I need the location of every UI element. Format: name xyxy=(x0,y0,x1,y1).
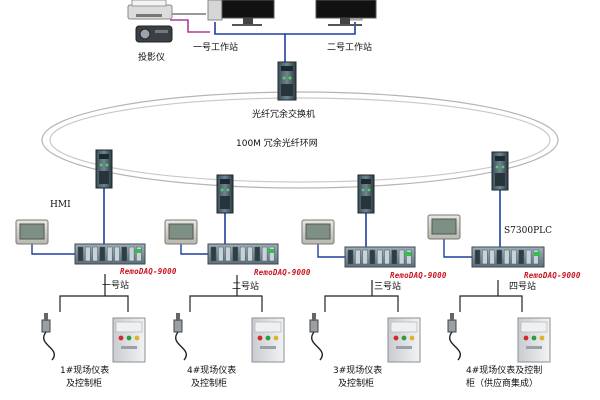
workstation-2-label: 二号工作站 xyxy=(327,43,373,53)
cabinet-3-label-line1: 3#现场仪表 xyxy=(333,366,383,376)
cabinet-4-label-line1: 4#现场仪表及控制 xyxy=(466,366,543,376)
station-4-control-cabinet-icon xyxy=(517,317,551,363)
daq-label-1: RemoDAQ-9000 xyxy=(120,267,177,276)
station-2-hmi-icon xyxy=(164,219,198,245)
station-4-hmi-icon xyxy=(427,214,461,240)
top-links xyxy=(214,22,356,62)
ring-network-label: 100M 冗余光纤环网 xyxy=(236,139,318,149)
workstation-1-icon xyxy=(207,0,275,26)
cabinet-2-label-line1: 4#现场仪表 xyxy=(187,366,237,376)
plc-label: S7300PLC xyxy=(504,226,552,236)
station-1-hmi-icon xyxy=(15,219,49,245)
station-1-daq-rack-icon xyxy=(74,243,146,265)
station-1-switch-icon xyxy=(95,149,113,189)
station-4-switch-icon xyxy=(491,151,509,191)
station-2-control-cabinet-icon xyxy=(251,317,285,363)
field-links xyxy=(59,274,523,312)
core-switch-label: 光纤冗余交换机 xyxy=(252,110,316,120)
station-1-sensor-icon xyxy=(41,313,55,361)
station-2-name: 二号站 xyxy=(232,282,260,292)
station-3-name: 三号站 xyxy=(374,282,402,292)
station-4-name: 四号站 xyxy=(509,282,537,292)
projector-label: 投影仪 xyxy=(138,53,166,63)
projector-link xyxy=(170,19,210,33)
workstation-2-icon xyxy=(315,0,377,26)
projector-icon xyxy=(135,25,173,43)
daq-label-4: RemoDAQ-9000 xyxy=(524,271,581,280)
station-2-daq-rack-icon xyxy=(207,243,279,265)
fiber-ring xyxy=(41,91,559,189)
station-3-sensor-icon xyxy=(309,313,323,361)
station-1-name: 一号站 xyxy=(102,281,130,291)
printer-icon xyxy=(127,0,173,20)
cabinet-1-label-line2: 及控制柜 xyxy=(66,379,103,389)
cabinet-2-label-line2: 及控制柜 xyxy=(191,379,228,389)
cabinet-1-label-line1: 1#现场仪表 xyxy=(60,366,110,376)
station-4-hmi-link xyxy=(443,239,472,258)
station-3-daq-rack-icon xyxy=(344,246,416,268)
daq-label-3: RemoDAQ-9000 xyxy=(390,271,447,280)
station-2-sensor-icon xyxy=(173,313,187,361)
station-3-switch-icon xyxy=(357,174,375,214)
hmi-label: HMI xyxy=(50,200,71,210)
cabinet-4-label-line2: 柜（供应商集成） xyxy=(466,379,539,389)
core-fiber-switch-icon xyxy=(277,61,297,101)
station-1-control-cabinet-icon xyxy=(112,317,146,363)
station-4-daq-rack-icon xyxy=(471,246,545,268)
station-4-sensor-icon xyxy=(447,313,461,361)
station-3-hmi-link xyxy=(317,244,345,258)
station-1-hmi-link xyxy=(31,244,75,255)
station-3-control-cabinet-icon xyxy=(387,317,421,363)
cabinet-3-label-line2: 及控制柜 xyxy=(338,379,375,389)
workstation-1-label: 一号工作站 xyxy=(193,43,239,53)
station-2-switch-icon xyxy=(216,174,234,214)
daq-label-2: RemoDAQ-9000 xyxy=(254,268,311,277)
station-2-hmi-link xyxy=(180,244,208,255)
station-3-hmi-icon xyxy=(301,219,335,245)
